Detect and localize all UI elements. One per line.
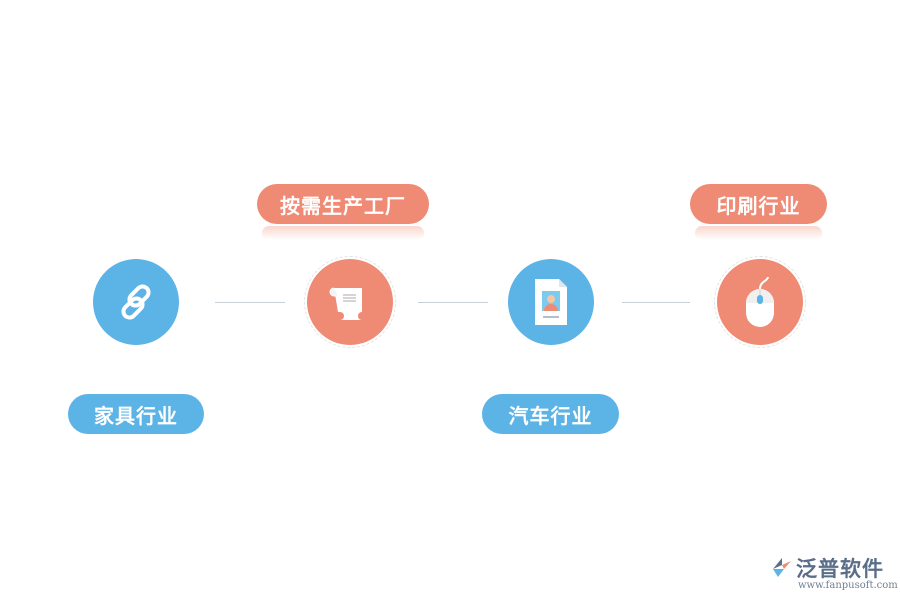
brand-url: www.fanpusoft.com: [798, 580, 898, 591]
node-printing-circle: [717, 259, 803, 345]
connector-line-1: [215, 302, 285, 303]
link-icon: [121, 284, 151, 320]
label-on-demand: 按需生产工厂: [257, 184, 429, 224]
mouse-icon: [746, 276, 774, 327]
scroll-icon: [329, 287, 362, 320]
node-auto-circle: [508, 259, 594, 345]
label-reflection: [262, 226, 424, 240]
label-furniture: 家具行业: [68, 394, 204, 434]
node-on-demand-circle: [307, 259, 393, 345]
label-reflection: [695, 226, 822, 240]
brand-mark-icon: [773, 558, 791, 577]
label-printing: 印刷行业: [690, 184, 827, 224]
node-printing-ring: [714, 256, 806, 348]
connector-line-2: [418, 302, 488, 303]
node-furniture-circle: [93, 259, 179, 345]
connector-line-3: [622, 302, 690, 303]
label-auto: 汽车行业: [482, 394, 619, 434]
brand-name: 泛普软件: [796, 557, 884, 581]
brand-logo: 泛普软件 www.fanpusoft.com: [770, 553, 898, 593]
node-on-demand-ring: [304, 256, 396, 348]
id-document-icon: [535, 279, 567, 325]
